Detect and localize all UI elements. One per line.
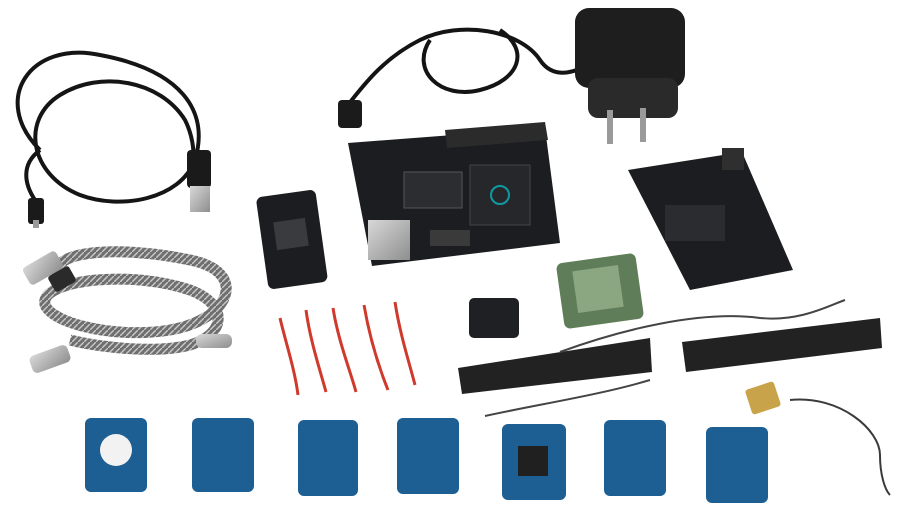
cellular-module bbox=[556, 253, 644, 329]
compute-module bbox=[256, 190, 328, 289]
small-board bbox=[469, 298, 519, 338]
power-adapter bbox=[338, 8, 685, 144]
carrier-board bbox=[348, 122, 560, 266]
sensor-modules bbox=[85, 418, 768, 503]
gps-antenna bbox=[745, 381, 891, 496]
shield-board bbox=[628, 148, 793, 290]
jumper-cables bbox=[278, 301, 417, 396]
braided-usb-c-cable bbox=[23, 246, 232, 373]
usb-micro-cable bbox=[15, 50, 211, 228]
flex-antennas bbox=[458, 299, 882, 417]
